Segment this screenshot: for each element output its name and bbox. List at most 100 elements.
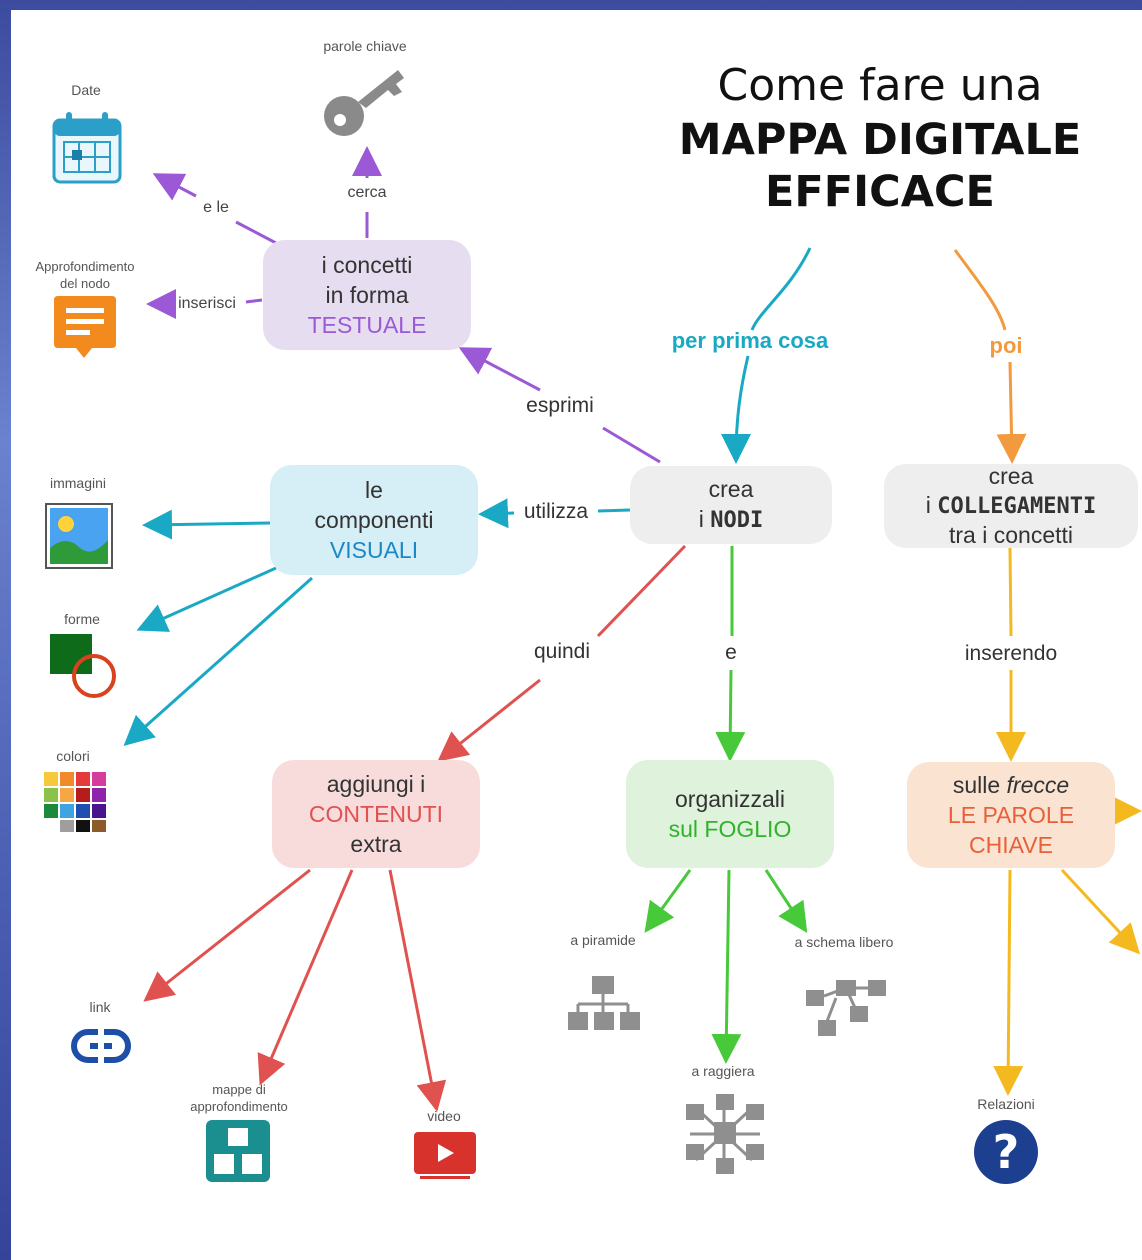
arrow-visuali-to-colori (123, 576, 313, 746)
node-collegamenti[interactable]: crea i COLLEGAMENTI tra i concetti (884, 463, 1138, 548)
node-visuali-line-3: VISUALI (329, 537, 419, 563)
leaf-label-date: Date (71, 82, 101, 98)
arrow-parole-to-relazioni (993, 869, 1024, 1096)
leaf-label-mappe-1: mappe di (212, 1082, 266, 1097)
node-testuale[interactable]: i concetti in forma TESTUALE (263, 240, 471, 350)
map-title: Come fare una MAPPA DIGITALE EFFICACE (660, 60, 1100, 217)
node-parole-line-1: sulle frecce (953, 770, 1069, 800)
node-foglio-line-1: organizzali (675, 786, 785, 812)
grid-icon (206, 1120, 270, 1182)
node-collegamenti-line-1: crea (988, 463, 1034, 489)
node-foglio-line-2: sul FOGLIO (668, 816, 792, 842)
arrow-foglio-to-raggiera (711, 869, 742, 1064)
leaf-label-raggiera: a raggiera (691, 1063, 755, 1079)
link-label-utilizza: utilizza (523, 500, 589, 523)
node-parole-line-1a: sulle (952, 772, 1007, 798)
node-nodi-line-2b: NODI (710, 508, 764, 533)
node-nodi[interactable]: crea i NODI (630, 466, 832, 544)
note-icon (54, 296, 116, 358)
node-visuali[interactable]: le componenti VISUALI (270, 465, 478, 575)
leaf-label-relazioni: Relazioni (977, 1096, 1035, 1112)
node-contenuti-line-1: aggiungi i (326, 771, 426, 797)
leaf-label-video: video (427, 1108, 461, 1124)
arrow-foglio-to-schema (764, 869, 808, 934)
node-nodi-line-2a: i (698, 506, 711, 532)
node-parole-line-3: CHIAVE (969, 832, 1053, 858)
calendar-icon (52, 112, 122, 184)
link-label-e-le: e le (203, 199, 229, 216)
node-testuale-line-3: TESTUALE (307, 312, 427, 338)
arrow-title-to-nodi-2 (721, 355, 752, 464)
leaf-label-link: link (89, 999, 111, 1015)
link-label-quindi: quindi (533, 640, 591, 663)
node-visuali-line-2: componenti (314, 507, 434, 533)
node-testuale-line-2: in forma (325, 282, 409, 308)
leaf-label-colori: colori (56, 748, 90, 764)
arrow-title-to-collegamenti (953, 249, 1007, 331)
arrow-testuale-to-date (158, 176, 277, 245)
node-parole[interactable]: sulle frecce LE PAROLE CHIAVE (907, 762, 1115, 868)
radial-icon (686, 1094, 764, 1174)
title-line-1: Come fare una (717, 60, 1043, 111)
arrow-contenuti-to-video (388, 869, 447, 1112)
arrow-nodi-to-visuali (484, 510, 631, 514)
link-label-inserisci: inserisci (178, 295, 236, 312)
link-label-poi: poi (989, 333, 1023, 358)
map-canvas (11, 10, 1142, 1260)
node-collegamenti-line-2b: COLLEGAMENTI (937, 494, 1097, 519)
node-parole-line-1b: frecce (1006, 772, 1070, 798)
arrow-nodi-to-foglio (730, 546, 732, 756)
link-label-esprimi: esprimi (526, 394, 594, 417)
free-schema-icon (806, 980, 886, 1036)
leaf-label-approfondimento: Approfondimento del nodo (35, 258, 134, 292)
question-glyph: ? (993, 1125, 1020, 1179)
leaf-label-piramide: a piramide (570, 932, 636, 948)
key-icon (324, 70, 404, 136)
link-label-inserendo: inserendo (964, 642, 1058, 665)
link-label-e: e (725, 641, 737, 664)
title-line-2: MAPPA DIGITALE (678, 115, 1082, 165)
leaf-label-parole-chiave: parole chiave (323, 38, 407, 54)
arrow-testuale-to-note (152, 300, 263, 304)
shapes-icon (50, 634, 116, 698)
leaf-label-forme: forme (64, 611, 100, 627)
node-contenuti[interactable]: aggiungi i CONTENUTI extra (272, 760, 480, 868)
node-collegamenti-line-2a: i (925, 492, 938, 518)
arrow-nodi-to-contenuti (442, 544, 687, 758)
question-icon: ? (974, 1120, 1038, 1184)
node-nodi-line-1: crea (708, 476, 754, 502)
node-testuale-line-1: i concetti (321, 252, 413, 278)
link-label-per-prima-cosa: per prima cosa (671, 328, 829, 353)
title-line-3: EFFICACE (765, 167, 995, 217)
node-parole-line-2: LE PAROLE (947, 802, 1075, 828)
leaf-label-immagini: immagini (49, 475, 107, 491)
link-label-cerca: cerca (347, 184, 387, 201)
node-collegamenti-line-3: tra i concetti (949, 522, 1073, 548)
leaf-label-approfondimento-1: Approfondimento (35, 259, 135, 274)
arrow-foglio-to-piramide (644, 869, 692, 933)
leaf-label-approfondimento-2: del nodo (60, 276, 110, 291)
arrow-contenuti-to-link (143, 868, 311, 1002)
arrow-visuali-to-immagini (142, 509, 271, 540)
node-contenuti-line-3: extra (350, 831, 402, 857)
image-icon (45, 503, 113, 569)
arrow-collegamenti-to-parole (1010, 547, 1011, 756)
node-nodi-line-2: i NODI (699, 504, 763, 536)
arrow-parole-to-lower-right (1060, 868, 1141, 955)
leaf-label-schema: a schema libero (794, 934, 894, 950)
arrow-title-to-collegamenti-2 (996, 361, 1027, 464)
node-visuali-line-1: le (365, 477, 383, 503)
node-contenuti-line-2: CONTENUTI (308, 801, 444, 827)
node-foglio[interactable]: organizzali sul FOGLIO (626, 760, 834, 868)
arrow-title-to-nodi (750, 247, 812, 331)
pyramid-icon (568, 976, 640, 1030)
leaf-label-mappe-2: approfondimento (190, 1099, 288, 1114)
arrow-nodi-to-testuale (464, 350, 661, 464)
node-collegamenti-line-2: i COLLEGAMENTI (926, 491, 1096, 521)
leaf-label-mappe: mappe di approfondimento (190, 1081, 288, 1115)
link-icon (71, 1028, 131, 1064)
arrow-visuali-to-forme (136, 566, 277, 632)
arrow-contenuti-to-mappe (257, 869, 354, 1086)
color-palette-icon (44, 772, 106, 832)
